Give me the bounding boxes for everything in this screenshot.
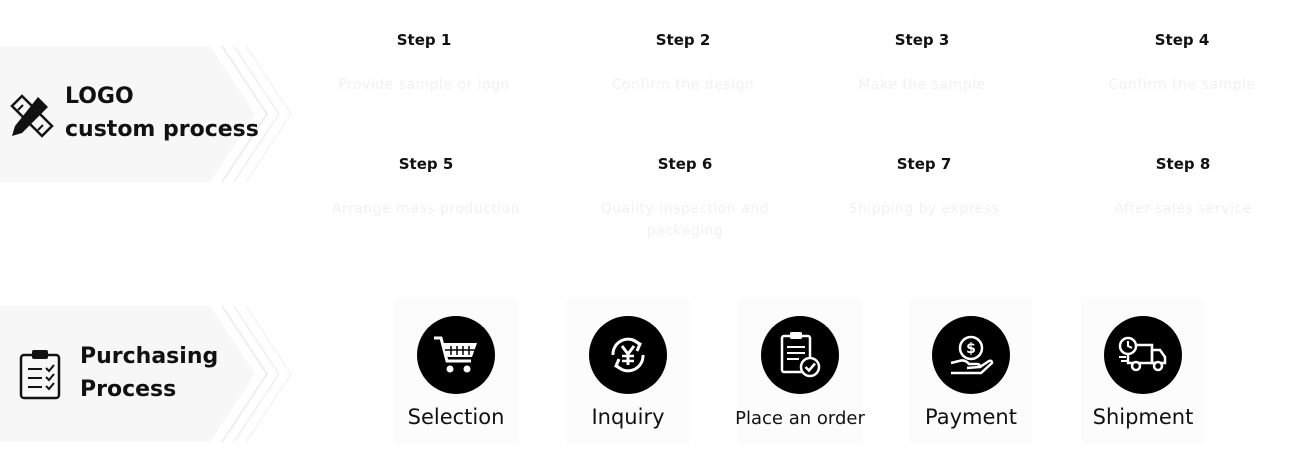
step-description: After-sales service [1114,201,1252,217]
logo-process-banner: LOGO custom process [0,46,300,182]
purchasing-process-title: Purchasing Process [80,340,218,406]
icon-circle: $ [932,316,1010,394]
step-1: Step 1 Provide sample or logo [309,30,539,96]
purchase-step-shipment: Shipment [1081,298,1205,444]
logo-process-title: LOGO custom process [65,80,259,146]
step-description: Provide sample or logo [338,77,510,93]
step-description: Make the sample [858,77,986,93]
icon-circle [1104,316,1182,394]
purchase-step-place-order: Place an order [735,298,865,444]
step-label: Step 2 [655,31,711,49]
purchase-step-selection: Selection [394,298,518,444]
purchase-step-label: Shipment [1092,405,1194,429]
step-description: Quality inspection and packaging [600,201,770,239]
pencil-ruler-icon [10,94,54,138]
icon-circle [589,316,667,394]
step-label: Step 7 [896,155,952,173]
clipboard-checklist-icon [19,350,61,400]
step-label: Step 3 [894,31,950,49]
step-description: Confirm the design [611,77,755,93]
purchase-step-label: Selection [407,405,505,429]
logo-process-title-line1: LOGO [65,84,134,109]
step-4: Step 4 Confirm the sample [1067,30,1297,96]
purchase-step-payment: $ Payment [909,298,1033,444]
step-label: Step 4 [1154,31,1210,49]
step-7: Step 7 Shipping by express [809,154,1039,220]
purchase-step-label: Place an order [735,408,865,429]
banner-arrow-background [0,46,292,182]
clipboard-check-icon [780,332,821,378]
step-5: Step 5 Arrange mass production [311,154,541,220]
step-label: Step 5 [398,155,454,173]
purchase-step-inquiry: Inquiry [566,298,690,444]
hand-dollar-coin-icon: $ [950,335,994,375]
banner-arrow-background [0,306,292,442]
logo-process-title-line2: custom process [65,117,259,142]
step-description: Arrange mass production [331,201,521,217]
step-description: Shipping by express [848,201,1000,217]
purchase-step-label: Payment [925,405,1017,429]
step-8: Step 8 After-sales service [1068,154,1298,220]
step-description: Confirm the sample [1108,77,1256,93]
purchasing-process-title-line1: Purchasing [80,344,219,369]
step-3: Step 3 Make the sample [807,30,1037,96]
yen-exchange-icon [611,337,645,373]
step-2: Step 2 Confirm the design [568,30,798,96]
step-6: Step 6 Quality inspection and packaging [570,154,800,242]
svg-text:$: $ [966,341,976,357]
purchasing-process-title-line2: Process [80,377,177,402]
step-label: Step 8 [1155,155,1211,173]
icon-circle [761,316,839,394]
purchase-step-label: Inquiry [591,405,665,429]
step-label: Step 1 [396,31,452,49]
purchasing-process-banner: Purchasing Process [0,306,300,442]
icon-circle [417,316,495,394]
delivery-truck-icon [1118,336,1167,372]
step-label: Step 6 [657,155,713,173]
shopping-cart-icon [434,336,477,373]
